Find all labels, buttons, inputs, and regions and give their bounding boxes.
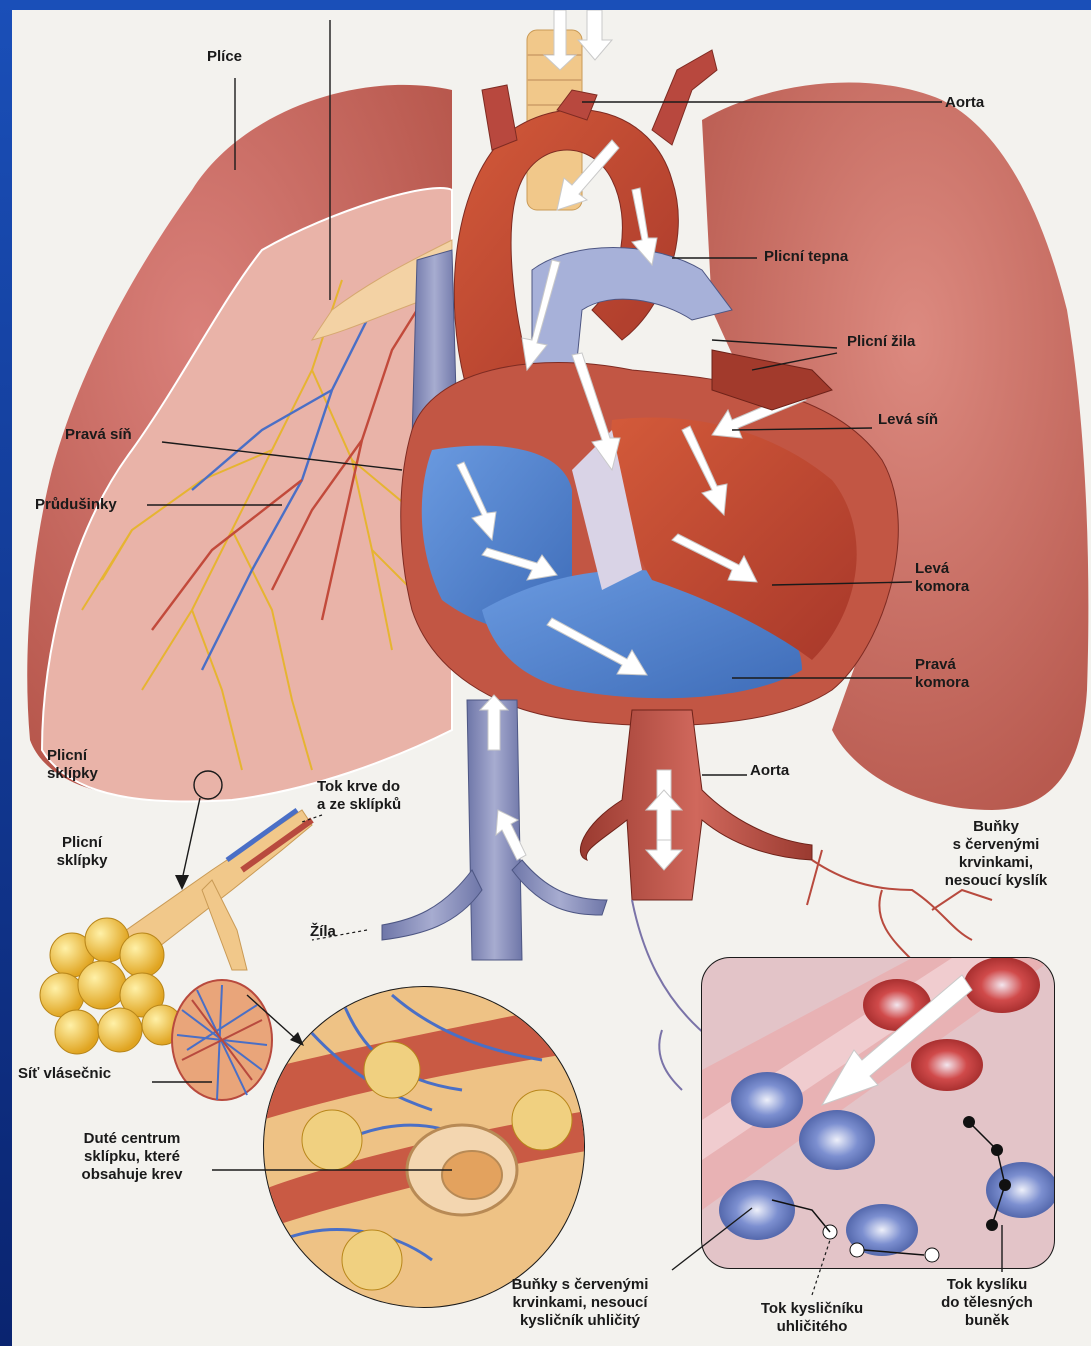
label-aorta-bottom: Aorta <box>750 762 789 780</box>
label-leva-komora: Levá komora <box>915 560 969 596</box>
label-plicni-zila: Plicní žila <box>847 333 915 351</box>
label-plicni-sklipky-2: Plicní sklípky <box>42 834 122 870</box>
label-tok-kysliku: Tok kyslíku do tělesných buněk <box>922 1276 1052 1330</box>
label-prudusinky: Průdušinky <box>35 496 117 514</box>
label-prava-sin: Pravá síň <box>65 426 132 444</box>
label-leva-sin: Levá síň <box>878 411 938 429</box>
label-plicni-tepna: Plicní tepna <box>764 248 848 266</box>
label-aorta-top: Aorta <box>945 94 984 112</box>
descending-aorta <box>580 710 812 900</box>
magnified-alveolus-detail <box>262 985 592 1315</box>
label-plicni-sklipky-1: Plicní sklípky <box>47 747 98 783</box>
slide-frame-left <box>0 0 12 1346</box>
label-tok-krve: Tok krve do a ze sklípků <box>317 778 401 814</box>
label-zila: Žíla <box>310 923 336 941</box>
aorta-branch-1 <box>482 85 517 150</box>
label-bunky-cervene-kyslik: Buňky s červenými krvinkami, nesoucí kys… <box>910 818 1082 890</box>
label-prava-komora: Pravá komora <box>915 656 969 692</box>
slide-frame-top <box>0 0 1091 10</box>
label-tok-kyslicniku: Tok kysličníku uhličitého <box>732 1300 892 1336</box>
cell-exchange-detail <box>702 957 1058 1268</box>
label-bunky-uhlicity: Buňky s červenými krvinkami, nesoucí kys… <box>482 1276 678 1330</box>
ivc-branch-left <box>382 870 482 940</box>
diagram-canvas: Plíce Aorta Plicní tepna Plicní žila Lev… <box>12 10 1091 1346</box>
label-sit-vlasecnic: Síť vlásečnic <box>18 1065 111 1083</box>
ivc-branch-right <box>512 860 607 915</box>
air-out-arrow <box>578 10 612 60</box>
label-dute-centrum: Duté centrum sklípku, které obsahuje kre… <box>52 1130 212 1184</box>
label-plice: Plíce <box>207 48 242 66</box>
